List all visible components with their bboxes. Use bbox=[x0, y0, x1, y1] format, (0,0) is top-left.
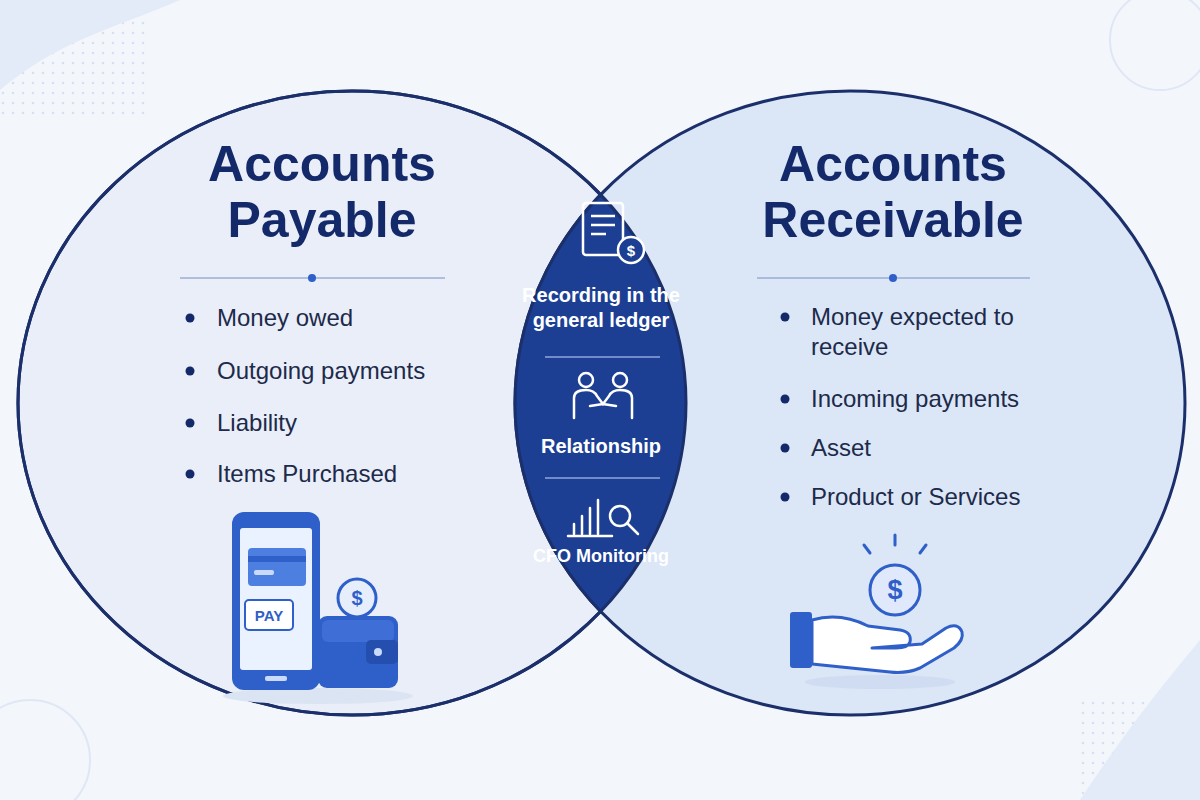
bullet-dot bbox=[186, 367, 195, 376]
bullet-text: Outgoing payments bbox=[217, 356, 467, 386]
bullet-text: Asset bbox=[811, 433, 1041, 463]
shape-outline bbox=[515, 120, 686, 686]
lens-edge bbox=[515, 91, 1185, 715]
chart-icon bbox=[568, 500, 638, 536]
lens-edge bbox=[18, 91, 686, 715]
shadow bbox=[223, 688, 413, 704]
bullet-dot bbox=[781, 444, 790, 453]
circle-outline bbox=[515, 91, 1185, 715]
ring bbox=[0, 700, 90, 800]
coin-symbol: $ bbox=[887, 577, 902, 604]
bullet-text: Product or Services bbox=[811, 482, 1041, 512]
rule-dot bbox=[889, 274, 897, 282]
shape-group bbox=[18, 91, 1185, 715]
pay-button-text: PAY bbox=[255, 608, 283, 623]
bullet-dot bbox=[186, 419, 195, 428]
overlap-text: Relationship bbox=[518, 434, 684, 459]
shadow bbox=[805, 675, 955, 689]
coin-symbol: $ bbox=[627, 243, 635, 258]
rule-dot bbox=[308, 274, 316, 282]
coin-hand-icon bbox=[790, 535, 962, 673]
circle-title: Accounts Receivable bbox=[738, 136, 1048, 248]
bullet-text: Liability bbox=[217, 408, 467, 438]
separator-line bbox=[545, 356, 660, 358]
handshake-icon bbox=[574, 373, 632, 418]
overlap-text: CFO Monitoring bbox=[518, 545, 684, 568]
bullet-dot bbox=[186, 314, 195, 323]
bullet-dot bbox=[781, 313, 790, 322]
bullet-dot bbox=[781, 493, 790, 502]
phone-icon bbox=[232, 512, 320, 690]
coin-symbol: $ bbox=[351, 588, 362, 608]
shape-group bbox=[515, 91, 1185, 715]
bullet-text: Incoming payments bbox=[811, 384, 1041, 414]
overlap-lens: Recording in the general ledgerRelations… bbox=[515, 120, 686, 686]
document-icon bbox=[583, 203, 644, 263]
overlap-text: Recording in the general ledger bbox=[518, 283, 684, 333]
bullet-dot bbox=[186, 470, 195, 479]
bullet-text: Money owed bbox=[217, 303, 467, 333]
wave bbox=[0, 0, 180, 90]
ring bbox=[1110, 0, 1200, 90]
wave bbox=[1080, 640, 1200, 800]
bullet-dot bbox=[781, 395, 790, 404]
separator-line bbox=[545, 477, 660, 479]
wallet-icon bbox=[318, 579, 398, 688]
bullet-text: Money expected to receive bbox=[811, 302, 1041, 362]
lens-fill bbox=[515, 91, 1185, 715]
bullet-text: Items Purchased bbox=[217, 459, 467, 489]
circle-title: Accounts Payable bbox=[172, 136, 472, 248]
